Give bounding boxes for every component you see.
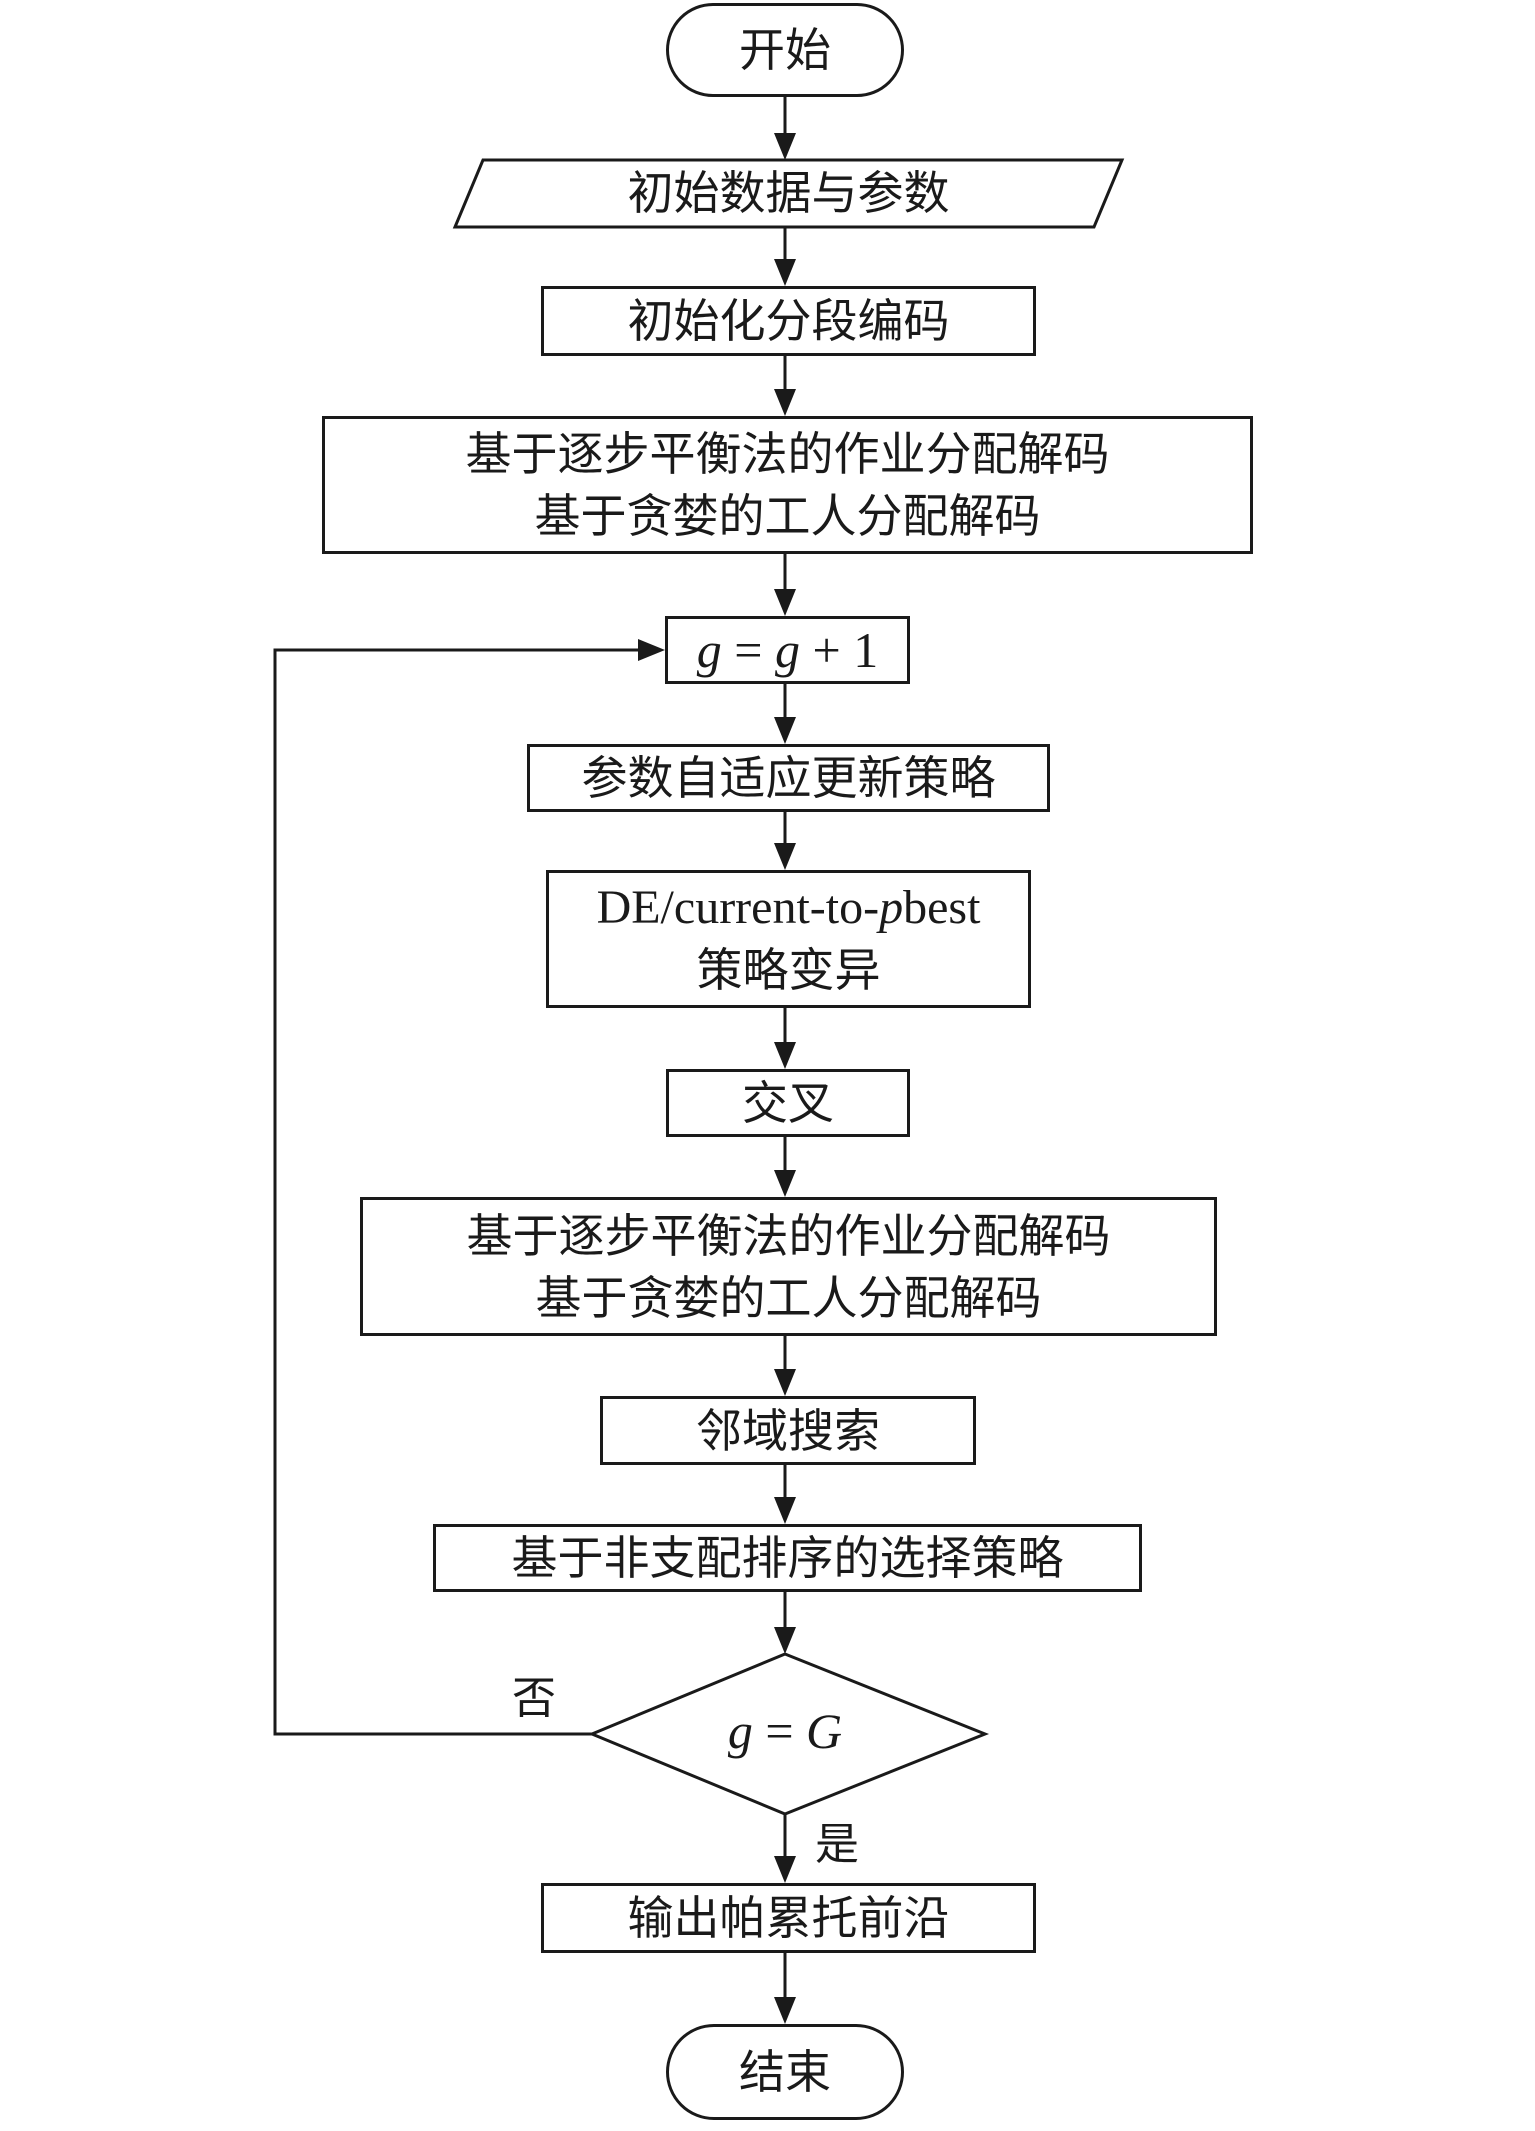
input-text: 初始数据与参数 — [627, 166, 950, 220]
neighborhood-search-box: 邻域搜索 — [600, 1396, 976, 1465]
crossover-label: 交叉 — [742, 1076, 834, 1130]
mutation-prefix: DE/current-to- — [596, 881, 880, 934]
mutation-p: p — [879, 881, 904, 934]
arrowhead — [774, 1997, 796, 2024]
output-label: 输出帕累托前沿 — [627, 1891, 950, 1945]
loop-back-line — [273, 648, 641, 1736]
mutation-suffix: best — [903, 881, 981, 934]
increment-box: g = g + 1 — [665, 616, 910, 684]
yes-label: 是 — [815, 1819, 859, 1870]
var-g: g — [696, 622, 722, 678]
arrowhead — [774, 1497, 796, 1524]
var-g2: g — [775, 622, 800, 678]
decode1-line2: 基于贪婪的工人分配解码 — [534, 489, 1041, 543]
arrowhead — [774, 589, 796, 616]
var-G: G — [806, 1703, 843, 1759]
param-update-box: 参数自适应更新策略 — [527, 744, 1050, 812]
start-terminal: 开始 — [666, 3, 904, 97]
plus-one: + 1 — [800, 622, 879, 678]
decision-label: g = G — [640, 1706, 930, 1756]
input-parallelogram — [452, 158, 1125, 229]
increment-label: g = g + 1 — [697, 619, 878, 681]
decode-box-2: 基于逐步平衡法的作业分配解码 基于贪婪的工人分配解码 — [360, 1197, 1217, 1336]
init-encoding-box: 初始化分段编码 — [541, 286, 1036, 356]
decode2-line2: 基于贪婪的工人分配解码 — [535, 1270, 1042, 1325]
decision-diamond — [588, 1652, 990, 1816]
neighborhood-label: 邻域搜索 — [696, 1403, 880, 1458]
decode1-line1: 基于逐步平衡法的作业分配解码 — [465, 427, 1110, 481]
arrowhead — [774, 1856, 796, 1883]
arrowhead — [774, 717, 796, 744]
param-update-label: 参数自适应更新策略 — [581, 751, 996, 805]
input-label: 初始数据与参数 — [483, 168, 1094, 218]
start-label: 开始 — [739, 23, 831, 77]
arrowhead — [774, 1042, 796, 1069]
arrowhead — [774, 1369, 796, 1396]
output-box: 输出帕累托前沿 — [541, 1883, 1036, 1953]
decode2-line1: 基于逐步平衡法的作业分配解码 — [466, 1208, 1111, 1263]
arrowhead — [774, 259, 796, 286]
selection-label: 基于非支配排序的选择策略 — [511, 1531, 1064, 1585]
mutation-box: DE/current-to-pbest 策略变异 — [546, 870, 1031, 1008]
selection-box: 基于非支配排序的选择策略 — [433, 1524, 1142, 1592]
arrowhead — [774, 843, 796, 870]
equals: = — [721, 622, 775, 678]
no-label: 否 — [512, 1673, 556, 1724]
arrowhead — [774, 1170, 796, 1197]
arrowhead-loop — [638, 639, 665, 661]
equals: = — [752, 1703, 807, 1759]
arrowhead — [774, 1627, 796, 1654]
mutation-line1: DE/current-to-pbest — [597, 877, 981, 939]
crossover-box: 交叉 — [666, 1069, 910, 1137]
arrowhead — [774, 389, 796, 416]
end-label: 结束 — [739, 2045, 831, 2099]
arrowhead — [774, 133, 796, 160]
init-label: 初始化分段编码 — [627, 294, 950, 348]
mutation-line2: 策略变异 — [696, 943, 881, 997]
var-g: g — [727, 1703, 753, 1759]
end-terminal: 结束 — [666, 2024, 904, 2120]
decode-box-1: 基于逐步平衡法的作业分配解码 基于贪婪的工人分配解码 — [322, 416, 1253, 554]
